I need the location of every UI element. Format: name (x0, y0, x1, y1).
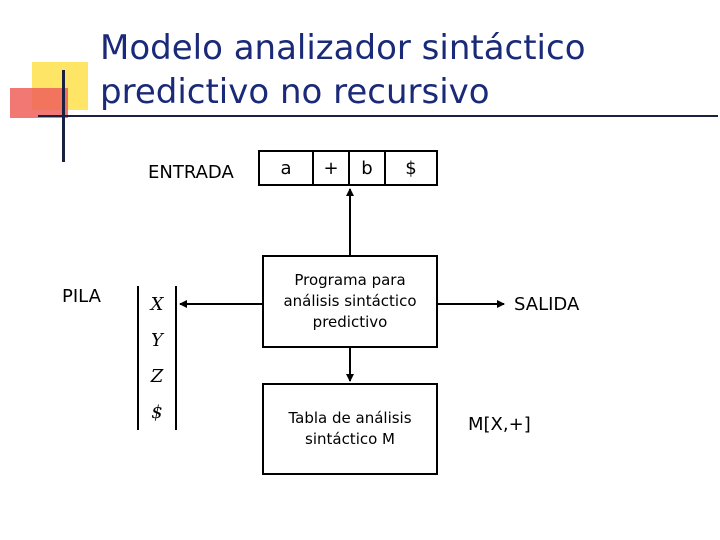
diagram-connectors (0, 0, 720, 540)
